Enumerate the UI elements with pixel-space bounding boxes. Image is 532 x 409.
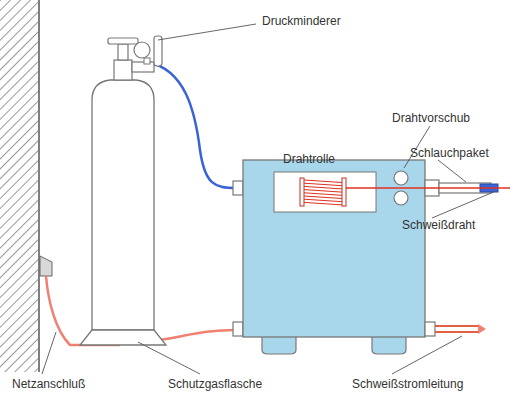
spool-winding bbox=[304, 183, 342, 186]
wire-spool bbox=[300, 178, 346, 206]
spool-winding bbox=[304, 186, 342, 189]
feed-roller bbox=[394, 171, 408, 185]
pressure-gauge bbox=[154, 36, 162, 66]
leader-lines bbox=[42, 24, 496, 374]
spool-winding bbox=[304, 202, 342, 205]
part-label: Schweißdraht bbox=[402, 218, 475, 232]
cable-end bbox=[478, 324, 486, 334]
spool-winding bbox=[304, 199, 342, 202]
spool-winding bbox=[304, 196, 342, 199]
spool-window bbox=[274, 172, 376, 212]
wall-hatching bbox=[0, 0, 38, 372]
gas-cylinder bbox=[92, 80, 154, 330]
gas-connector bbox=[233, 181, 243, 195]
part-label: Schweißstromleitung bbox=[352, 377, 463, 391]
cylinder-foot bbox=[80, 330, 166, 345]
valve-spindle bbox=[118, 44, 128, 60]
part-label: Schutzgasflasche bbox=[168, 377, 262, 391]
machine-foot bbox=[262, 335, 296, 354]
mains-cable bbox=[160, 330, 236, 340]
current-connector bbox=[425, 322, 435, 336]
pressure-reducer-body bbox=[132, 62, 154, 72]
welding-machine bbox=[243, 160, 425, 337]
mains-connector bbox=[233, 322, 243, 336]
welding-current-cable bbox=[435, 326, 478, 332]
wall-socket bbox=[40, 256, 52, 276]
gas-hose bbox=[148, 62, 236, 188]
part-label: Schlauchpaket bbox=[410, 146, 489, 160]
feed-roller bbox=[394, 191, 408, 205]
cylinder-valve bbox=[114, 60, 132, 80]
machine-foot bbox=[372, 335, 406, 354]
pressure-reducer-outlet bbox=[144, 58, 150, 64]
spool-winding bbox=[304, 180, 342, 183]
part-label: Druckminderer bbox=[262, 14, 341, 28]
part-label: Drahtrolle bbox=[283, 152, 335, 166]
wall-face bbox=[38, 0, 40, 372]
valve-handwheel bbox=[108, 38, 138, 44]
spool-winding bbox=[304, 190, 342, 193]
spool-winding bbox=[304, 193, 342, 196]
welding-wire bbox=[346, 187, 510, 188]
pressure-gauge bbox=[134, 42, 150, 58]
part-label: Drahtvorschub bbox=[392, 111, 470, 125]
part-label: Netzanschluß bbox=[12, 377, 85, 391]
